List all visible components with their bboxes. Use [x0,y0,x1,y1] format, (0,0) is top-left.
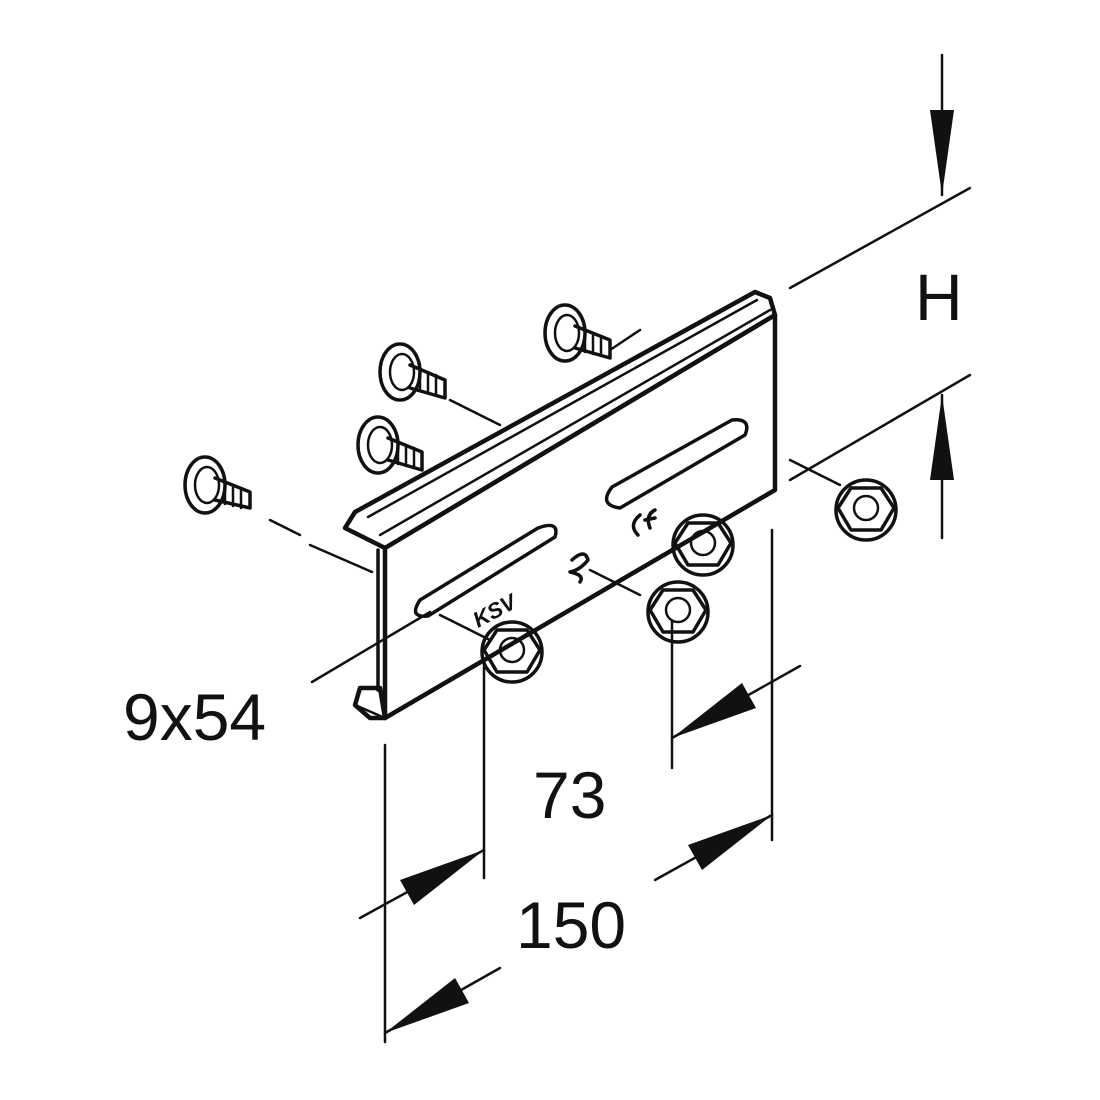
arrow-down-icon [930,110,954,195]
dim-slot-label: 9x54 [123,680,266,754]
plate-face [382,312,778,721]
plate-top-lip [342,289,778,551]
arrow-up-icon [930,395,954,480]
height-dimension: H [788,53,972,540]
bolt-left [183,455,252,515]
length-dimension: 150 [383,528,774,1044]
slot-dimension: 9x54 [123,610,432,754]
nut-right [834,478,898,542]
nut-left [480,620,544,684]
ground-symbol-icon [568,552,590,584]
dim-spacing-label: 73 [533,758,606,832]
ce-mark-icon [631,508,657,537]
arrow-left-icon [385,978,469,1033]
bolt-mid-upper [378,342,447,402]
plate-bottom-lip [352,685,388,721]
spacing-dimension: 73 [358,620,802,920]
dim-length-label: 150 [516,888,626,962]
arrow-left-icon [672,683,756,738]
dim-height-label: H [915,260,963,334]
nut-upper [671,513,735,577]
bolt-mid-lower [356,415,424,475]
bolt-top [543,303,612,363]
bolt-axis-lines [268,328,842,642]
slot-left [413,523,558,618]
slot-right [604,418,749,510]
nut-center [646,580,710,644]
connector-plate [342,289,778,721]
arrow-right-icon [400,850,484,905]
arrow-right-icon [688,815,772,870]
